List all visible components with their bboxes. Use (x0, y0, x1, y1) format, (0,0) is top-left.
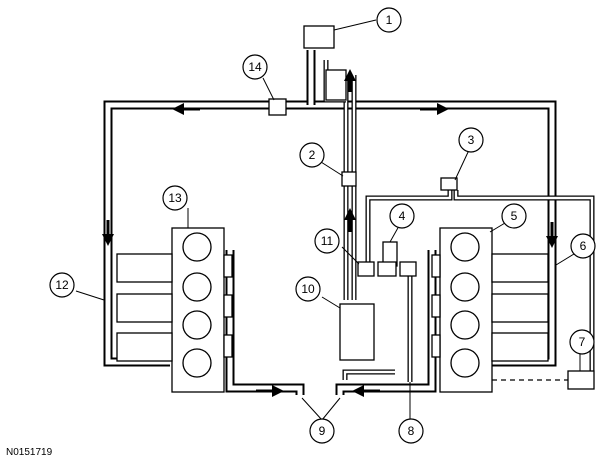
callout-9: 9 (309, 418, 335, 444)
svg-text:6: 6 (580, 239, 587, 253)
svg-text:12: 12 (55, 278, 69, 292)
svg-text:13: 13 (168, 191, 182, 205)
left-block-pipe (103, 240, 170, 367)
component-14-junction (268, 98, 287, 116)
callout-8: 8 (398, 418, 424, 444)
callout-leaders (75, 19, 581, 421)
return-pipe-left (225, 250, 305, 395)
callout-7: 7 (569, 329, 595, 355)
flow-arrows (102, 69, 558, 397)
svg-text:2: 2 (309, 148, 316, 162)
callout-2: 2 (299, 142, 325, 168)
callout-1: 1 (376, 7, 402, 33)
main-fuel-loop (103, 100, 557, 245)
left-engine-block (116, 227, 233, 393)
callout-5: 5 (501, 203, 527, 229)
component-2-filter (341, 171, 357, 187)
right-block-pipe (492, 240, 557, 367)
component-11-fitting (357, 261, 375, 277)
svg-text:11: 11 (321, 234, 334, 248)
component-8-fitting (399, 261, 417, 277)
svg-text:14: 14 (248, 60, 262, 74)
svg-text:3: 3 (468, 133, 475, 147)
callout-14: 14 (242, 54, 268, 80)
component-7-box (567, 370, 595, 390)
callout-13: 13 (162, 185, 188, 211)
svg-text:4: 4 (399, 209, 406, 223)
callout-4: 4 (389, 203, 415, 229)
callout-6: 6 (570, 233, 596, 259)
return-pipe-right (335, 250, 437, 395)
callout-10: 10 (295, 276, 321, 302)
component-4-base (377, 261, 397, 277)
svg-text:5: 5 (511, 209, 518, 223)
right-engine-block (431, 227, 549, 393)
svg-text:10: 10 (301, 282, 315, 296)
svg-text:8: 8 (408, 424, 415, 438)
sensor-lines (342, 190, 595, 382)
component-1-bracket (325, 69, 347, 101)
svg-text:9: 9 (319, 424, 326, 438)
component-3-valve (440, 177, 458, 191)
callout-3: 3 (458, 127, 484, 153)
figure-id: N0151719 (6, 447, 53, 458)
component-1-box (303, 25, 335, 49)
component-10-module (339, 303, 375, 361)
svg-text:7: 7 (579, 335, 586, 349)
callout-11: 11 (314, 228, 340, 254)
svg-text:1: 1 (386, 13, 393, 27)
callout-12: 12 (49, 272, 75, 298)
